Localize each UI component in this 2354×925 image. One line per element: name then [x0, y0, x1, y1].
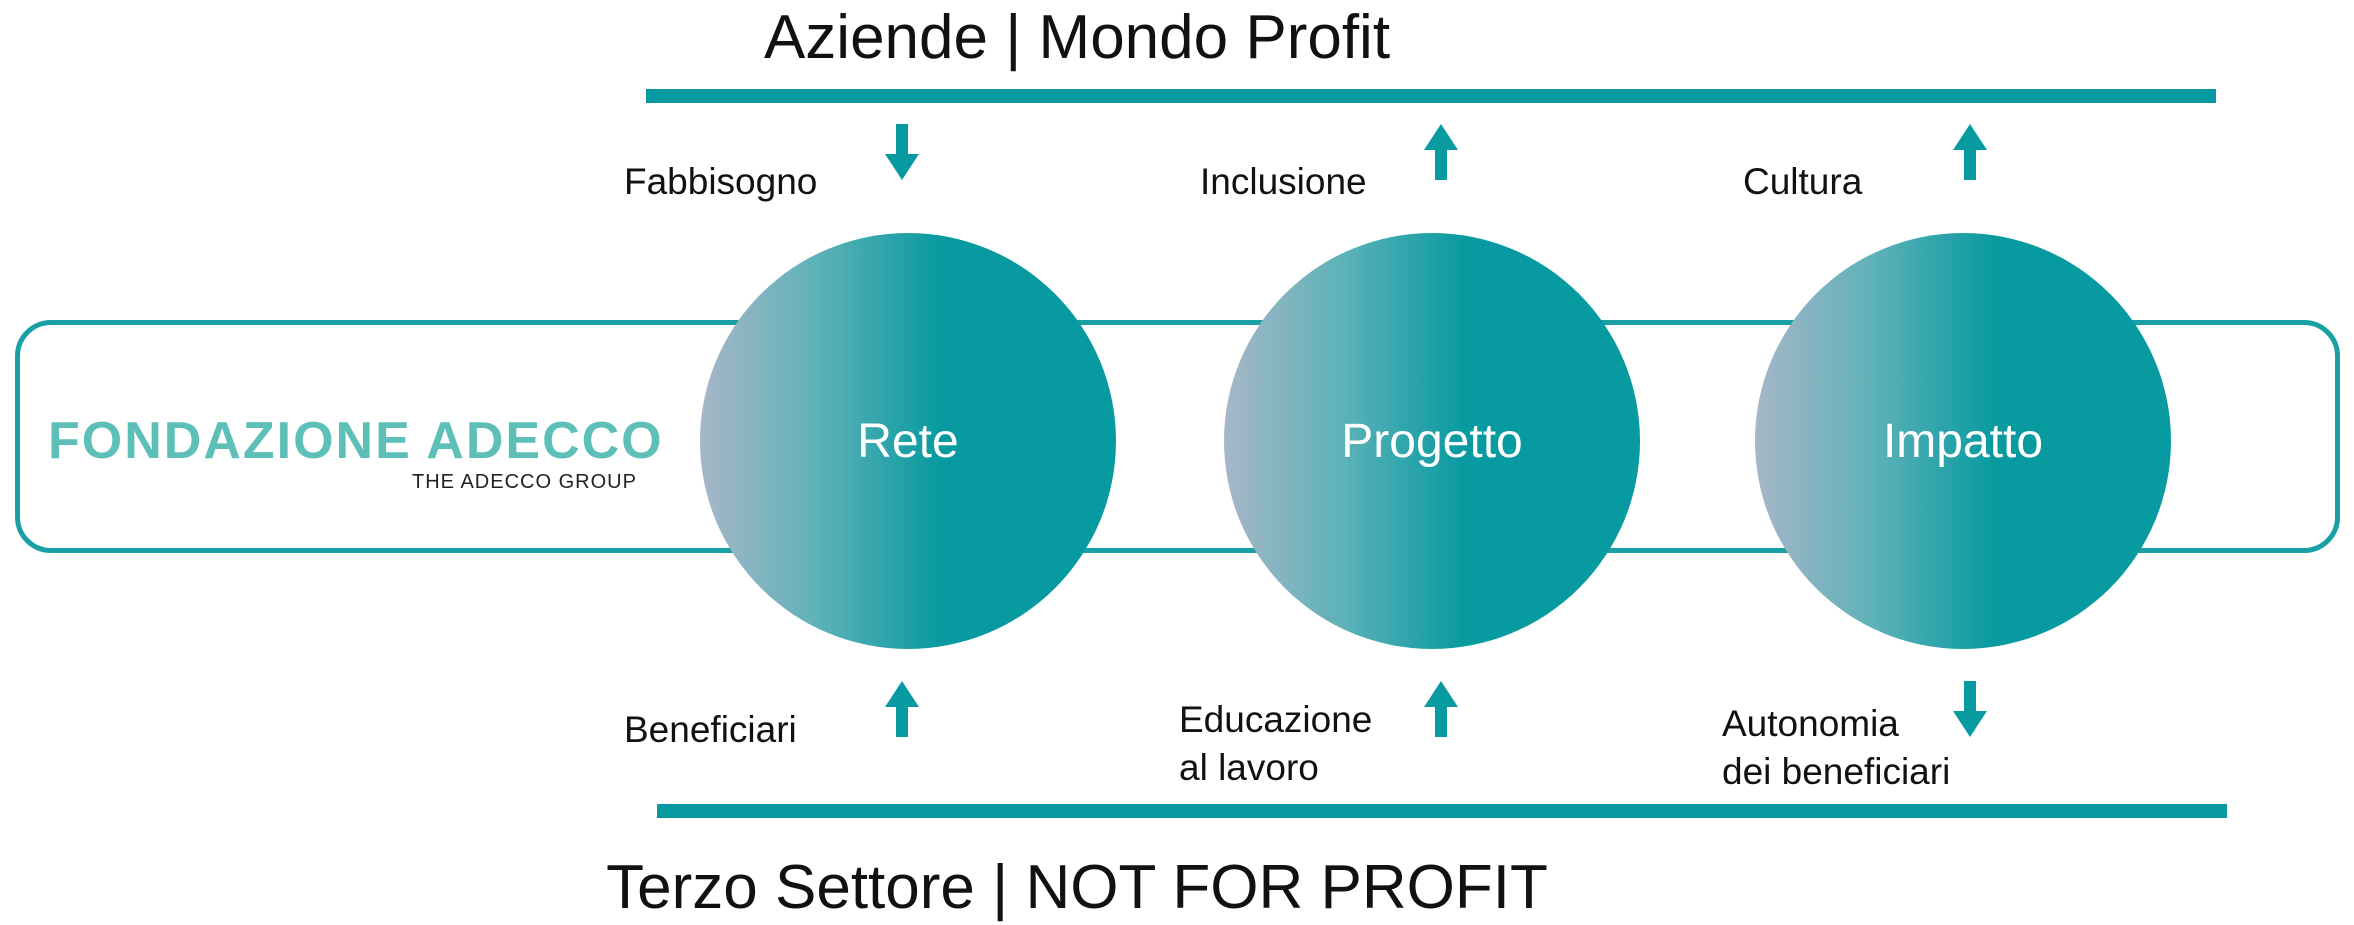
bottom-title: Terzo Settore | NOT FOR PROFIT: [606, 853, 1548, 922]
label-cultura: Cultura: [1743, 161, 1863, 202]
label-autonomia: Autonomia dei beneficiari: [1722, 700, 1950, 796]
process-band: [15, 320, 2340, 553]
circle-impatto: Impatto: [1755, 233, 2171, 649]
label-beneficiari: Beneficiari: [624, 709, 797, 750]
label-line: Autonomia: [1722, 703, 1899, 744]
down-arrow-icon: [1953, 681, 1987, 737]
circle-label: Impatto: [1882, 414, 2044, 468]
circle-label: Rete: [857, 414, 959, 468]
bottom-divider-bar: [657, 804, 2227, 818]
label-line: dei beneficiari: [1722, 751, 1951, 793]
label-fabbisogno: Fabbisogno: [624, 161, 818, 202]
label-line: Educazione: [1179, 699, 1373, 740]
logo-name: FONDAZIONE ADECCO: [48, 412, 664, 470]
up-arrow-icon: [885, 681, 919, 737]
up-arrow-icon: [1424, 124, 1458, 180]
top-title: Aziende | Mondo Profit: [763, 3, 1391, 72]
up-arrow-icon: [1953, 124, 1987, 180]
up-arrow-icon: [1424, 681, 1458, 737]
circle-progetto: Progetto: [1224, 233, 1640, 649]
top-divider-bar: [646, 89, 2216, 103]
label-inclusione: Inclusione: [1200, 161, 1367, 202]
circle-rete: Rete: [700, 233, 1116, 649]
label-line: al lavoro: [1179, 747, 1319, 789]
down-arrow-icon: [885, 124, 919, 180]
label-educazione: Educazione al lavoro: [1179, 696, 1372, 792]
logo-tagline: THE ADECCO GROUP: [412, 471, 637, 493]
circle-label: Progetto: [1341, 414, 1523, 468]
